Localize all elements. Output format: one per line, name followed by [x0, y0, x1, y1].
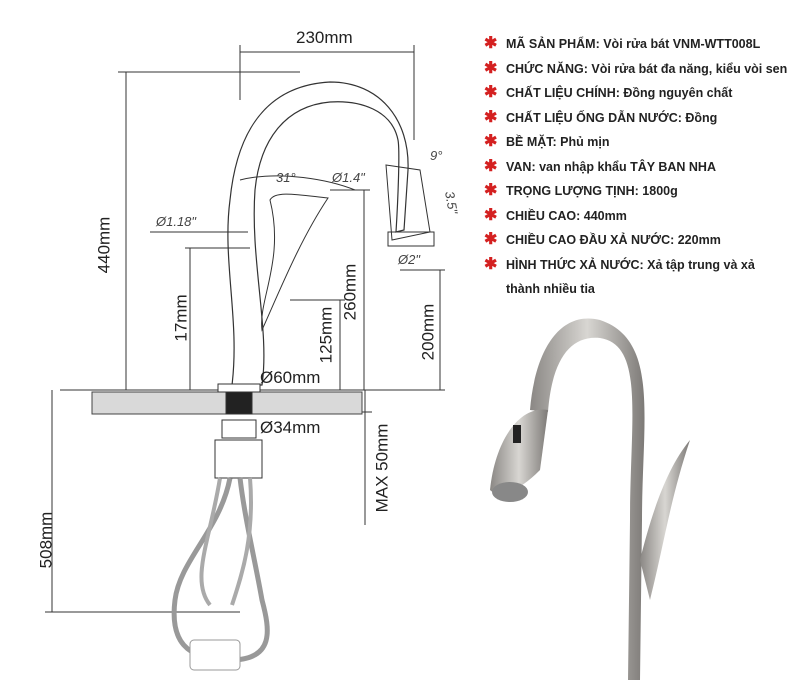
shank-diameter: Ø34mm — [260, 418, 321, 437]
spec-list: ✱MÃ SẢN PHẨM: Vòi rửa bát VNM-WTT008L ✱C… — [484, 32, 790, 302]
spec-item: ✱VAN: van nhập khẩu TÂY BAN NHA — [484, 155, 790, 180]
max-thickness: MAX 50mm — [372, 423, 392, 513]
dimension-200: 200mm — [418, 303, 438, 361]
supply-hose — [171, 477, 270, 663]
asterisk-icon: ✱ — [484, 84, 498, 101]
asterisk-icon: ✱ — [484, 182, 498, 199]
dimension-125: 125mm — [316, 306, 336, 364]
hose-length: 508mm — [36, 511, 56, 569]
spec-item: ✱CHẤT LIỆU ỐNG DẪN NƯỚC: Đồng — [484, 106, 790, 131]
spec-item: ✱HÌNH THỨC XẢ NƯỚC: Xả tập trung và xả t… — [484, 253, 790, 302]
asterisk-icon: ✱ — [484, 133, 498, 150]
spec-item: ✱TRỌNG LƯỢNG TỊNH: 1800g — [484, 179, 790, 204]
spec-item: ✱BỀ MẶT: Phủ mịn — [484, 130, 790, 155]
faucet-body-outline — [227, 81, 409, 386]
height-dimension: 440mm — [94, 216, 114, 274]
spec-item: ✱CHIỀU CAO ĐẦU XẢ NƯỚC: 220mm — [484, 228, 790, 253]
head-diameter: Ø2" — [398, 252, 420, 267]
spec-item: ✱CHẤT LIỆU CHÍNH: Đồng nguyên chất — [484, 81, 790, 106]
asterisk-icon: ✱ — [484, 231, 498, 248]
spec-item: ✱CHIỀU CAO: 440mm — [484, 204, 790, 229]
faucet-product-photo — [490, 318, 690, 680]
body-diameter: Ø1.18" — [156, 214, 197, 229]
angle-9: 9° — [430, 148, 443, 163]
spec-item: ✱CHỨC NĂNG: Vòi rửa bát đa năng, kiểu vò… — [484, 57, 790, 82]
angle-31: 31° — [276, 170, 296, 185]
asterisk-icon: ✱ — [484, 206, 498, 224]
spec-item: ✱MÃ SẢN PHẨM: Vòi rửa bát VNM-WTT008L — [484, 32, 790, 57]
handle-outline — [261, 193, 329, 332]
spout-diameter: Ø1.4" — [332, 170, 365, 185]
base-diameter: Ø60mm — [260, 368, 321, 387]
asterisk-icon: ✱ — [484, 157, 498, 175]
mounting-shank — [225, 391, 253, 415]
handle-dimension: 17mm — [171, 294, 191, 342]
asterisk-icon: ✱ — [484, 255, 498, 273]
asterisk-icon: ✱ — [484, 35, 498, 52]
dimension-260: 260mm — [340, 263, 360, 321]
width-dimension: 230mm — [296, 28, 353, 47]
asterisk-icon: ✱ — [484, 59, 498, 77]
asterisk-icon: ✱ — [484, 108, 498, 126]
